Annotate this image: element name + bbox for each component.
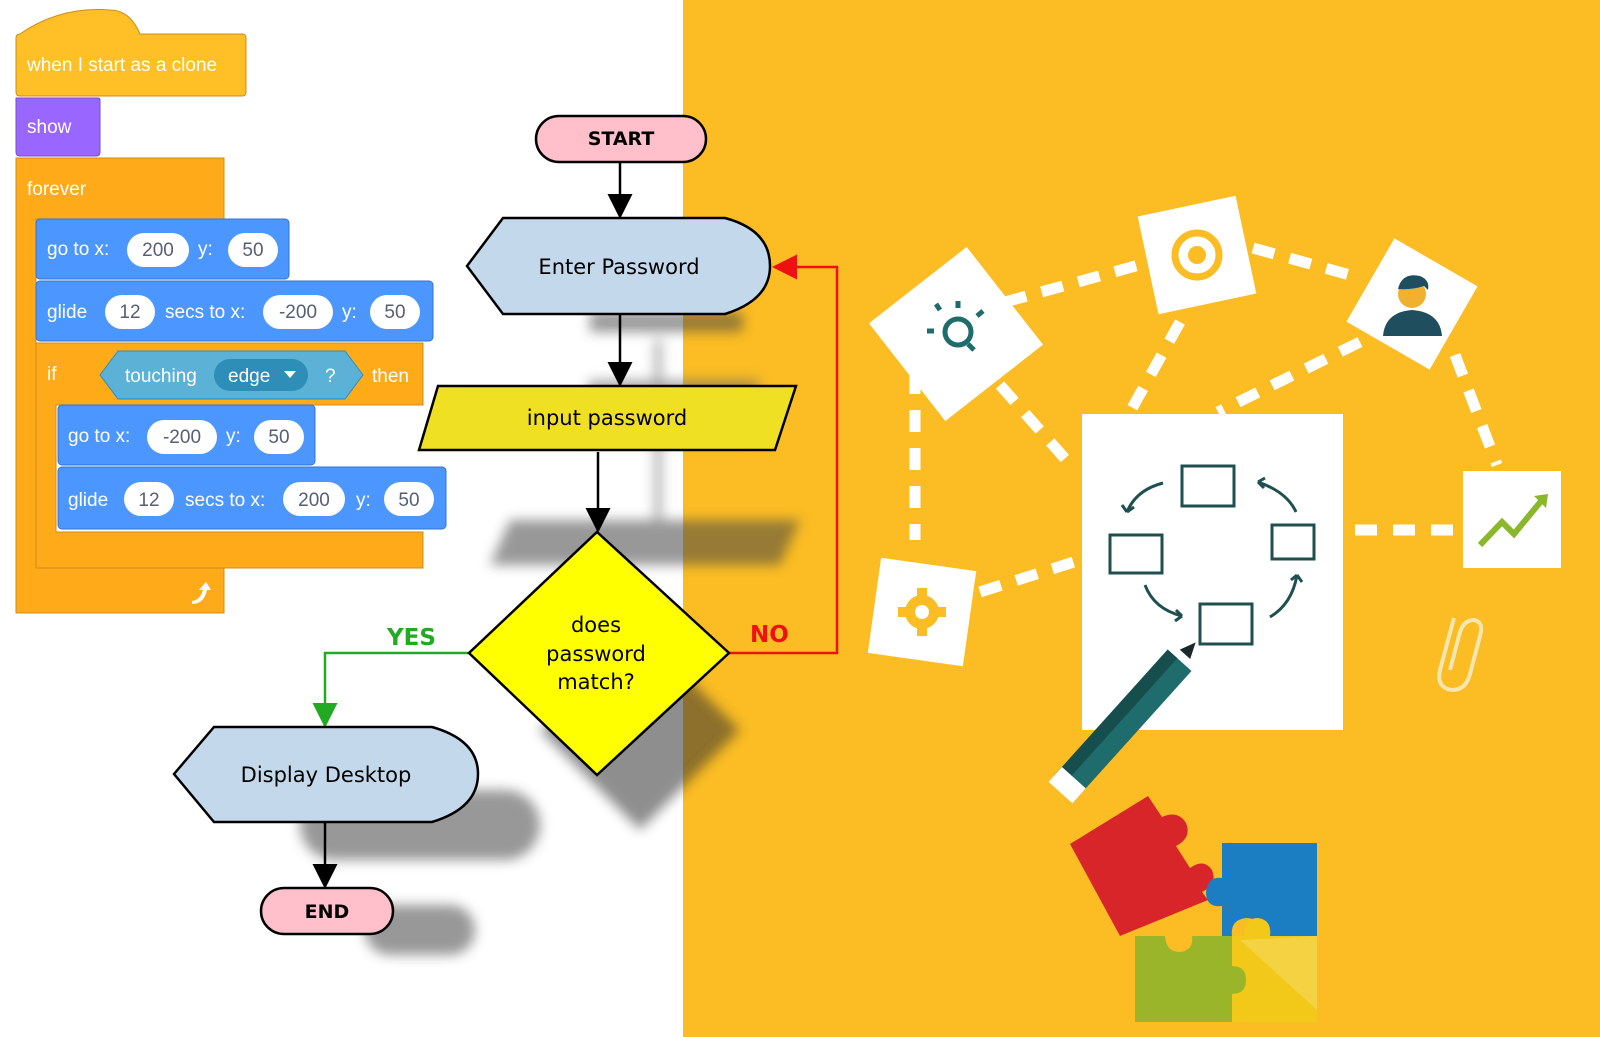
password-flowchart: START Enter Password input password does… [172,114,839,936]
edge-dropdown[interactable] [214,359,308,391]
target-card [1137,195,1257,315]
person-icon [1383,275,1442,336]
x-value: 200 [298,490,330,511]
y-input[interactable] [254,420,304,454]
decision-line-1: does [571,613,621,637]
secs-input[interactable] [124,482,174,516]
y-input[interactable] [228,233,278,267]
start-label: START [588,128,655,150]
x-value: -200 [279,302,317,323]
goto-label: go to x: [47,239,109,260]
secs-value: 12 [119,302,140,323]
yes-label: YES [386,625,436,651]
y-value: 50 [268,427,289,448]
clone-hat-block[interactable] [15,9,247,97]
gear-icon [898,588,946,636]
input-password-io [417,384,798,452]
input-password-label: input password [527,406,687,430]
puzzle-icon [1070,796,1317,1022]
x-input[interactable] [147,420,217,454]
x-input[interactable] [283,482,345,516]
display-desktop-shape [172,725,480,824]
x-input[interactable] [127,233,189,267]
y-label: y: [198,239,213,260]
goto-label: go to x: [68,426,130,447]
secs-input[interactable] [105,295,155,329]
x-value: 200 [142,240,174,261]
lightbulb-card [868,246,1044,422]
glide-label: glide [68,490,108,511]
glide-label: glide [47,302,87,323]
y-label: y: [226,426,241,447]
if-label: if [47,364,57,385]
touching-label: touching [125,366,197,387]
display-desktop-label: Display Desktop [241,763,412,787]
y-value: 50 [398,490,419,511]
cycle-diagram-icon [1108,464,1316,646]
scratch-script: when I start as a clone show forever go … [15,9,447,614]
y-value: 50 [242,240,263,261]
lightbulb-icon [927,301,985,352]
x-value: -200 [163,427,201,448]
yes-connector [312,651,469,728]
end-terminator [259,886,395,936]
no-label: NO [750,622,789,648]
start-terminator [534,114,708,164]
show-label: show [27,117,72,138]
paperclip-icon [1437,617,1484,693]
y-input[interactable] [384,482,434,516]
decision-diamond [467,530,731,777]
secs-to-x-label: secs to x: [185,490,265,511]
show-block[interactable] [15,97,101,157]
enter-password-display [465,216,772,316]
planning-illustration [867,195,1561,1022]
y-label: y: [342,302,357,323]
decision-line-2: password [546,642,646,666]
no-connector [726,254,839,655]
question-mark: ? [325,366,336,387]
edge-value: edge [228,366,270,387]
person-card [1346,238,1478,370]
secs-value: 12 [138,490,159,511]
chevron-down-icon [284,371,296,378]
hat-label: when I start as a clone [26,55,217,76]
x-input[interactable] [263,295,333,329]
then-label: then [372,366,409,387]
gear-card [867,557,977,667]
forever-label: forever [27,179,87,200]
end-label: END [305,901,350,923]
loop-arrow-icon [192,582,211,604]
y-label: y: [356,490,371,511]
y-value: 50 [384,302,405,323]
decision-line-3: match? [557,670,635,694]
y-input[interactable] [370,295,420,329]
enter-password-label: Enter Password [538,255,699,279]
target-icon [1171,229,1223,281]
pencil-icon [1048,642,1196,804]
secs-to-x-label: secs to x: [165,302,245,323]
dashed-paths [909,242,1503,598]
trend-card [1463,471,1561,568]
trend-chart-icon [1477,498,1545,548]
